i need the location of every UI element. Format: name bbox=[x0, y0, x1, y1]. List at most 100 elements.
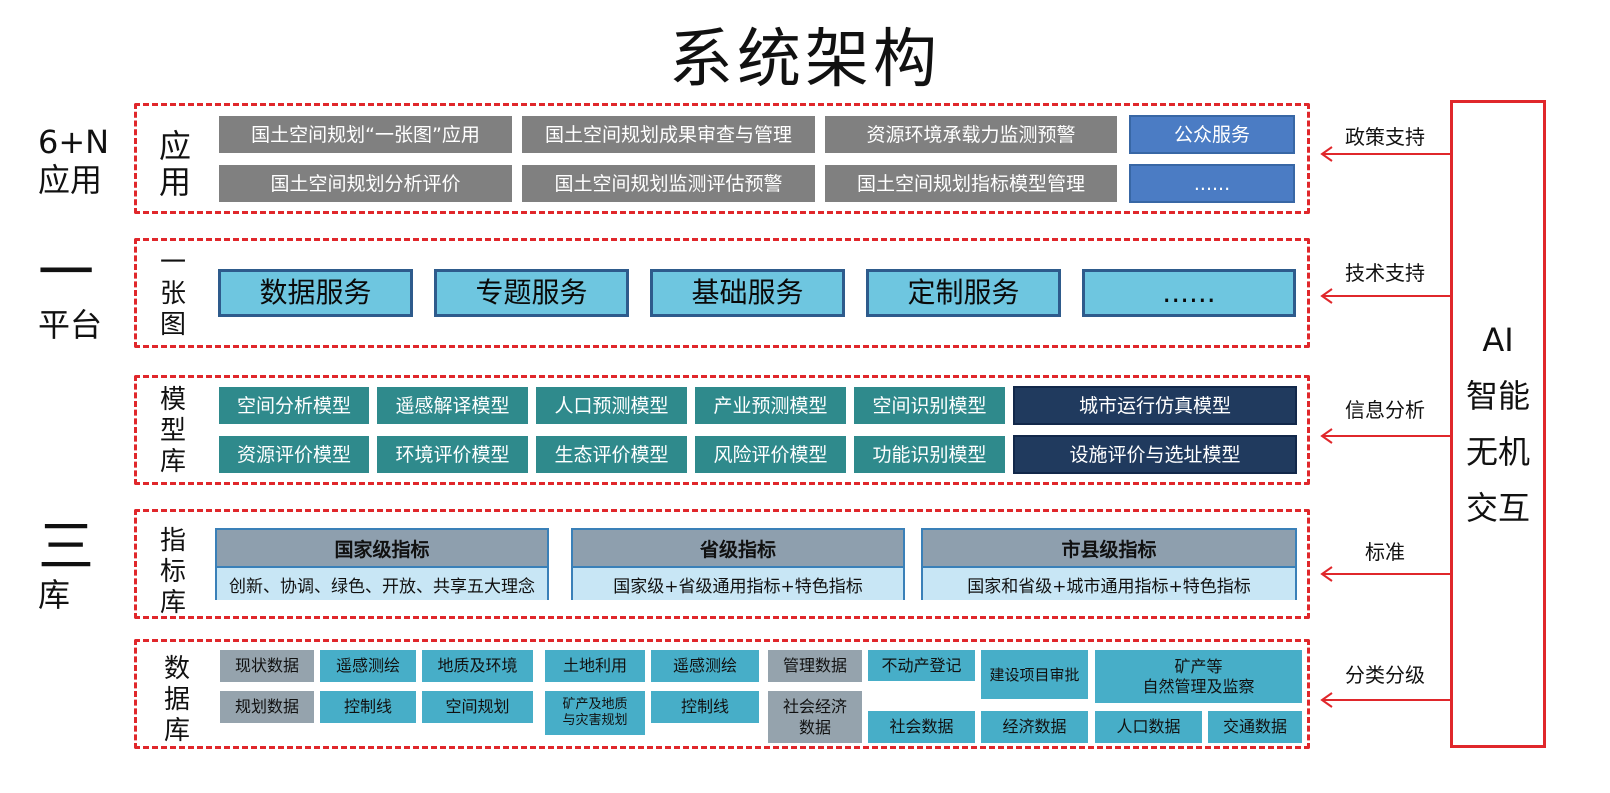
index-group-head: 省级指标 bbox=[573, 530, 903, 568]
section-index-library bbox=[134, 509, 1310, 619]
label-char: 一 bbox=[159, 248, 186, 278]
section-index-label: 指 标 库 bbox=[156, 526, 190, 619]
label-char: 张 bbox=[159, 279, 186, 309]
arrow-head bbox=[1320, 146, 1333, 162]
data-item[interactable]: 建设项目审批 bbox=[981, 650, 1088, 699]
ai-text-line: 无机 bbox=[1465, 433, 1530, 471]
policy-support-label: 政策支持 bbox=[1345, 125, 1425, 149]
app-item[interactable]: 国土空间规划“一张图”应用 bbox=[219, 116, 512, 153]
label-char: 库 bbox=[159, 588, 186, 618]
label-char: 库 bbox=[163, 716, 190, 746]
app-item[interactable]: 国土空间规划指标模型管理 bbox=[825, 165, 1117, 202]
model-item[interactable]: 功能识别模型 bbox=[854, 436, 1005, 473]
data-service-button[interactable]: 数据服务 bbox=[218, 269, 413, 317]
more-service-button[interactable]: ...... bbox=[1082, 269, 1296, 317]
index-group-body: 创新、协调、绿色、开放、共享五大理念 bbox=[217, 568, 547, 600]
label-char: 数 bbox=[163, 654, 190, 684]
data-item[interactable]: 矿产及地质 与灾害规划 bbox=[545, 691, 645, 735]
model-item[interactable]: 生态评价模型 bbox=[536, 436, 687, 473]
arrow-head bbox=[1320, 428, 1333, 444]
data-item[interactable]: 经济数据 bbox=[981, 711, 1088, 743]
connector-arrows bbox=[1320, 146, 1450, 708]
model-item[interactable]: 空间识别模型 bbox=[854, 387, 1005, 424]
tier-library-num: 三 bbox=[38, 515, 94, 580]
label-char: 型 bbox=[159, 416, 186, 446]
app-item[interactable]: 资源环境承载力监测预警 bbox=[825, 116, 1117, 153]
arrow-head bbox=[1320, 692, 1333, 708]
ai-interaction-panel[interactable]: AI 智能 无机 交互 bbox=[1450, 100, 1546, 748]
data-item[interactable]: 地质及环境 bbox=[422, 650, 533, 682]
app-item[interactable]: 国土空间规划成果审查与管理 bbox=[522, 116, 815, 153]
tier-platform-num: 一 bbox=[38, 241, 94, 306]
section-model-label: 模 型 库 bbox=[156, 385, 190, 478]
data-item[interactable]: 人口数据 bbox=[1095, 711, 1202, 743]
label-char: 标 bbox=[159, 557, 186, 587]
tier-app-word: 应用 bbox=[38, 161, 103, 199]
model-item[interactable]: 资源评价模型 bbox=[219, 436, 369, 473]
topic-service-button[interactable]: 专题服务 bbox=[434, 269, 629, 317]
app-item[interactable]: 国土空间规划分析评价 bbox=[219, 165, 512, 202]
info-analysis-label: 信息分析 bbox=[1345, 398, 1425, 422]
classification-label: 分类分级 bbox=[1345, 663, 1425, 687]
data-item[interactable]: 社会数据 bbox=[868, 711, 975, 743]
model-item[interactable]: 风险评价模型 bbox=[695, 436, 846, 473]
label-char: 模 bbox=[159, 385, 186, 415]
index-group-body: 国家级+省级通用指标+特色指标 bbox=[573, 568, 903, 600]
tech-support-label: 技术支持 bbox=[1345, 261, 1425, 285]
data-item[interactable]: 不动产登记 bbox=[868, 650, 975, 681]
arrow-head bbox=[1320, 288, 1333, 304]
model-item[interactable]: 产业预测模型 bbox=[695, 387, 846, 424]
data-item[interactable]: 控制线 bbox=[651, 691, 759, 723]
model-item[interactable]: 遥感解译模型 bbox=[377, 387, 528, 424]
base-service-button[interactable]: 基础服务 bbox=[650, 269, 845, 317]
data-item[interactable]: 现状数据 bbox=[220, 650, 314, 682]
app-item[interactable]: 国土空间规划监测评估预警 bbox=[522, 165, 815, 202]
section-model-library bbox=[134, 375, 1310, 485]
model-item[interactable]: 空间分析模型 bbox=[219, 387, 369, 424]
city-simulation-model[interactable]: 城市运行仿真模型 bbox=[1013, 386, 1297, 425]
index-group-head: 国家级指标 bbox=[217, 530, 547, 568]
tier-app-num: 6+N bbox=[38, 123, 110, 161]
label-char: 指 bbox=[159, 526, 186, 556]
provincial-index-group[interactable]: 省级指标 国家级+省级通用指标+特色指标 bbox=[571, 528, 905, 600]
ai-text-line: 智能 bbox=[1465, 377, 1530, 415]
data-item[interactable]: 遥感测绘 bbox=[651, 650, 759, 682]
data-item[interactable]: 交通数据 bbox=[1208, 711, 1302, 743]
data-item[interactable]: 土地利用 bbox=[545, 650, 645, 682]
label-char: 据 bbox=[163, 685, 190, 715]
data-item[interactable]: 遥感测绘 bbox=[320, 650, 416, 682]
data-item[interactable]: 矿产等 自然管理及监察 bbox=[1095, 650, 1302, 703]
tier-library-word: 库 bbox=[38, 576, 71, 614]
ai-text-line: 交互 bbox=[1465, 489, 1530, 527]
standard-label: 标准 bbox=[1365, 540, 1405, 564]
public-service-button[interactable]: 公众服务 bbox=[1129, 115, 1295, 154]
page-title: 系统架构 bbox=[669, 23, 941, 97]
section-application bbox=[134, 103, 1310, 214]
data-item[interactable]: 管理数据 bbox=[768, 650, 862, 682]
model-item[interactable]: 人口预测模型 bbox=[536, 387, 687, 424]
label-char: 库 bbox=[159, 447, 186, 477]
national-index-group[interactable]: 国家级指标 创新、协调、绿色、开放、共享五大理念 bbox=[215, 528, 549, 600]
data-item[interactable]: 空间规划 bbox=[422, 691, 533, 723]
label-char: 图 bbox=[159, 310, 186, 340]
label-char: 应 bbox=[158, 127, 191, 165]
arrow-head bbox=[1320, 566, 1333, 582]
index-group-head: 市县级指标 bbox=[923, 530, 1295, 568]
model-item[interactable]: 环境评价模型 bbox=[377, 436, 528, 473]
index-group-body: 国家和省级+城市通用指标+特色指标 bbox=[923, 568, 1295, 600]
tier-platform-word: 平台 bbox=[38, 306, 103, 344]
data-item[interactable]: 控制线 bbox=[320, 691, 416, 723]
ai-text-line: AI bbox=[1482, 321, 1514, 359]
app-more-button[interactable]: ...... bbox=[1129, 164, 1295, 203]
section-platform bbox=[134, 238, 1310, 348]
section-platform-label: 一 张 图 bbox=[156, 248, 190, 341]
custom-service-button[interactable]: 定制服务 bbox=[866, 269, 1061, 317]
label-char: 用 bbox=[158, 163, 191, 201]
data-item[interactable]: 规划数据 bbox=[220, 691, 314, 723]
data-item[interactable]: 社会经济 数据 bbox=[768, 691, 862, 743]
section-data-label: 数 据 库 bbox=[160, 654, 194, 747]
section-application-label: 应 用 bbox=[158, 128, 192, 200]
section-data-library bbox=[134, 639, 1310, 749]
city-county-index-group[interactable]: 市县级指标 国家和省级+城市通用指标+特色指标 bbox=[921, 528, 1297, 600]
facility-siting-model[interactable]: 设施评价与选址模型 bbox=[1013, 435, 1297, 474]
